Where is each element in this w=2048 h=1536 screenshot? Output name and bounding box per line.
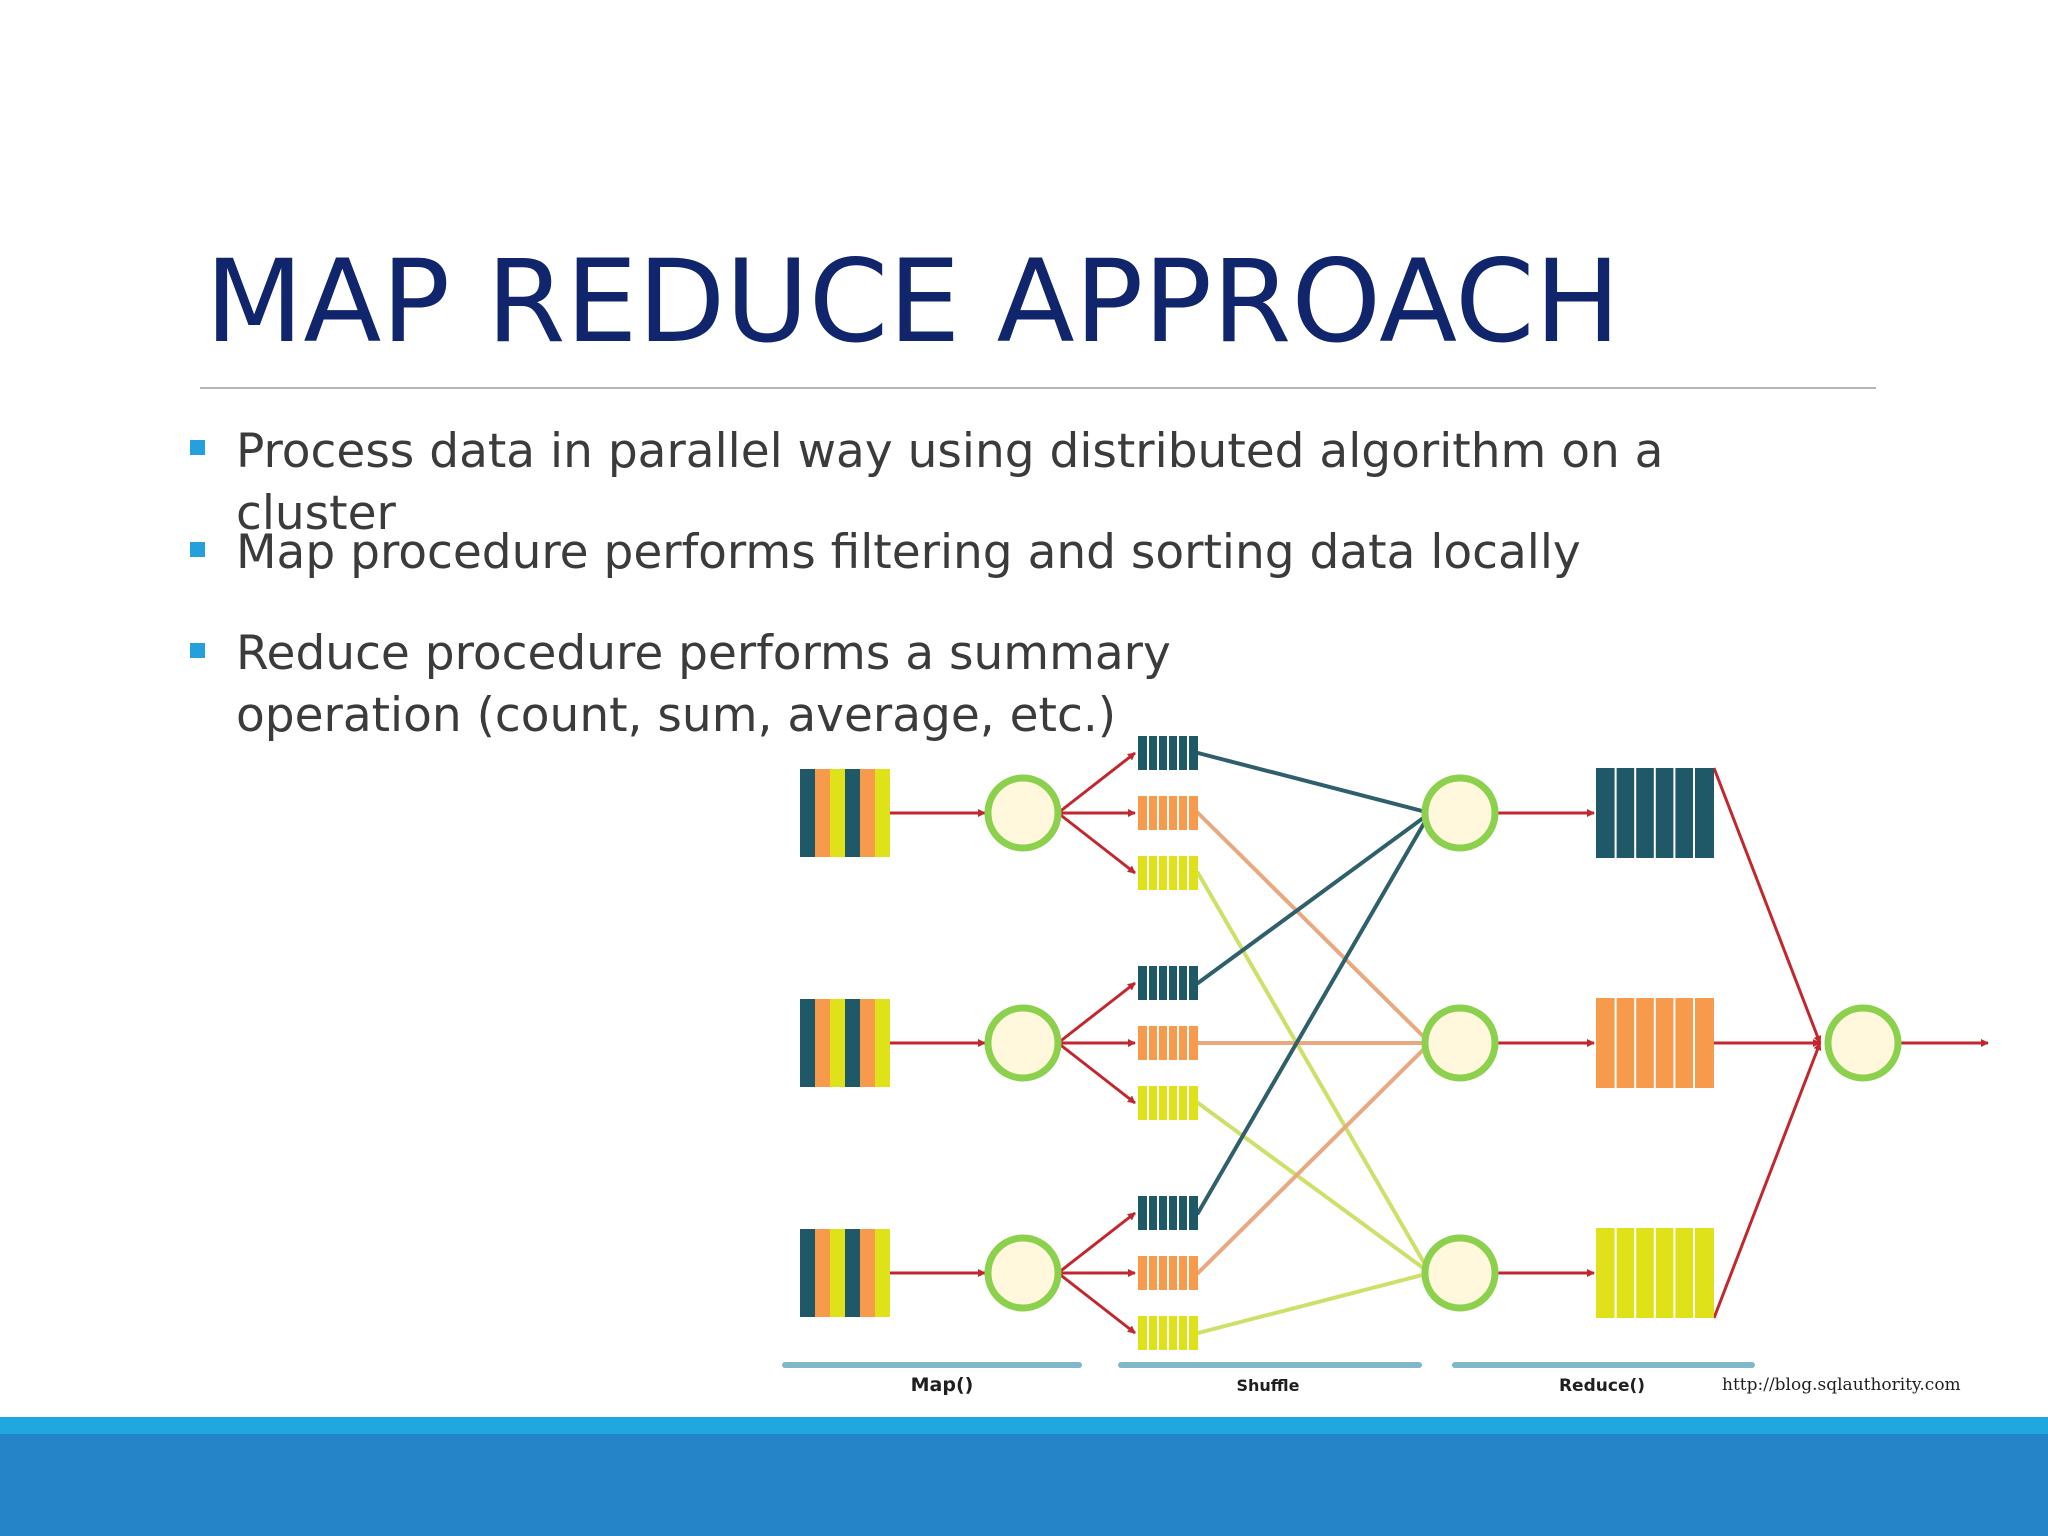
bullet-marker-icon	[190, 542, 205, 557]
input-block-stripe	[830, 769, 845, 857]
bullet-marker-icon	[190, 440, 205, 455]
input-block-stripe	[800, 1229, 815, 1317]
bullet-text: Process data in parallel way using distr…	[236, 424, 1664, 541]
reduce-node	[1421, 1004, 1499, 1082]
flow-arrow	[1057, 1211, 1136, 1275]
input-block-stripe	[815, 999, 830, 1087]
input-block-stripe	[860, 1229, 875, 1317]
input-block-stripe	[800, 769, 815, 857]
input-block-stripe	[815, 769, 830, 857]
reduce-node	[1421, 774, 1499, 852]
input-block-stripe	[800, 999, 815, 1087]
shuffle-line	[1196, 811, 1432, 1045]
bullet-text: Map procedure performs filtering and sor…	[236, 525, 1581, 580]
data-blocks	[800, 736, 1714, 1350]
flow-arrows	[890, 751, 1989, 1335]
input-block-stripe	[875, 1229, 890, 1317]
title-divider	[200, 387, 1876, 389]
shuffle-line	[1196, 1041, 1432, 1275]
shuffle-line	[1196, 751, 1432, 815]
map-reduce-diagram: Map() Shuffle Reduce() http://blog.sqlau…	[782, 736, 1989, 1396]
input-block-stripe	[845, 999, 860, 1087]
reduce-node	[1421, 1234, 1499, 1312]
shuffle-line	[1196, 871, 1432, 1275]
input-block-stripe	[830, 1229, 845, 1317]
stage-bar	[1118, 1362, 1422, 1368]
input-block-stripe	[860, 769, 875, 857]
input-block-stripe	[875, 769, 890, 857]
input-block-stripe	[845, 1229, 860, 1317]
stage-label-shuffle: Shuffle	[1236, 1376, 1299, 1395]
stage-bar	[1452, 1362, 1755, 1368]
stage-bars	[782, 1362, 1755, 1368]
bullet-marker-icon	[190, 643, 205, 658]
map-node	[984, 1004, 1062, 1082]
shuffle-line	[1196, 811, 1432, 1215]
stage-label-reduce: Reduce()	[1559, 1376, 1645, 1396]
shuffle-line	[1196, 811, 1432, 985]
input-block-stripe	[875, 999, 890, 1087]
shuffle-connections	[1196, 751, 1432, 1335]
input-block-stripe	[830, 999, 845, 1087]
map-node	[984, 1234, 1062, 1312]
image-credit: http://blog.sqlauthority.com	[1722, 1375, 1961, 1395]
final-node	[1824, 1004, 1902, 1082]
flow-arrow	[1057, 1271, 1136, 1335]
stage-label-map: Map()	[911, 1374, 974, 1396]
stage-bar	[782, 1362, 1082, 1368]
shuffle-line	[1196, 1101, 1432, 1275]
input-block-stripe	[815, 1229, 830, 1317]
flow-arrow	[1057, 751, 1136, 815]
input-block-stripe	[845, 769, 860, 857]
bullet-text: Reduce procedure performs a summary oper…	[236, 626, 1171, 743]
flow-arrow	[1712, 1042, 1822, 1319]
shuffle-line	[1196, 1271, 1432, 1335]
slide-title: MAP REDUCE APPROACH	[205, 235, 1621, 368]
map-node	[984, 774, 1062, 852]
footer-bar	[0, 1434, 2048, 1536]
input-block-stripe	[860, 999, 875, 1087]
footer-accent-bar	[0, 1417, 2048, 1434]
flow-arrow	[1712, 767, 1822, 1044]
flow-arrow	[1057, 811, 1136, 875]
flow-arrow	[1057, 1041, 1136, 1105]
process-nodes	[984, 774, 1902, 1312]
flow-arrow	[1057, 981, 1136, 1045]
